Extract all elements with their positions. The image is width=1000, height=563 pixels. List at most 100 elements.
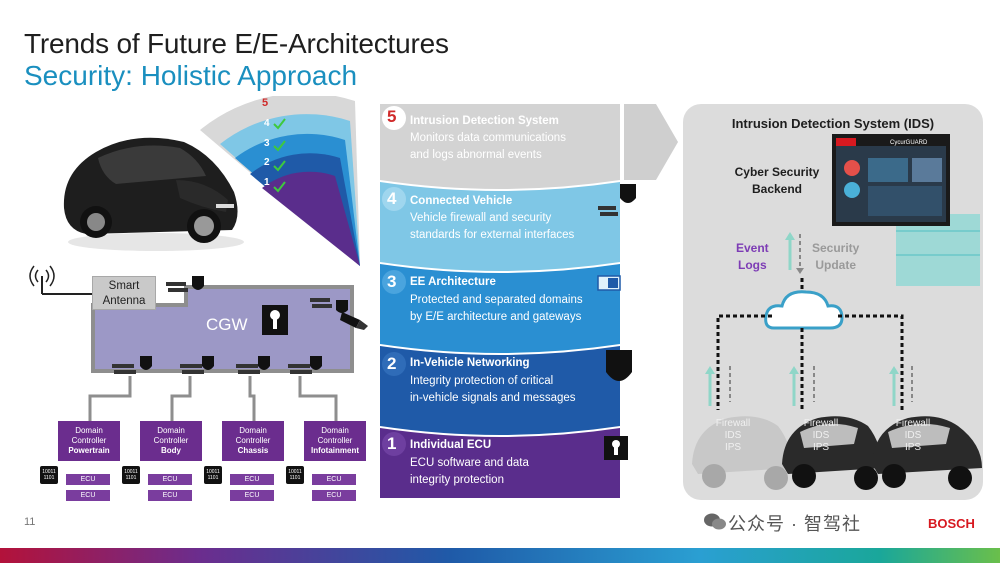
wechat-icon (704, 513, 726, 530)
layer-4-title: Connected Vehicle (410, 195, 513, 207)
layer-3-desc-2: by E/E architecture and gateways (410, 311, 582, 323)
ecu-box: ECU (230, 474, 274, 485)
security-layers-radar (200, 96, 360, 266)
connected-cars (692, 416, 982, 490)
security-update-line1: Security (812, 241, 860, 255)
ecu-box: ECU (148, 474, 192, 485)
car-security-labels: Firewall IDS IPS (708, 418, 758, 454)
dc-line2: Controller (71, 436, 107, 445)
firewall-label: Firewall (803, 418, 839, 429)
dc-name: Body (161, 446, 181, 455)
car-icon (872, 416, 982, 490)
layer-2-desc-2: in-vehicle signals and messages (410, 392, 576, 404)
ips-label: IPS (812, 442, 830, 453)
dc-name: Chassis (237, 446, 269, 455)
car-image (63, 137, 244, 251)
car-icon (782, 416, 882, 490)
ecu-box: ECU (312, 490, 356, 501)
watermark-text: 公众号 · 智驾社 (728, 514, 861, 534)
dc-name: Infotainment (311, 446, 359, 455)
event-logs-label: Event Logs (736, 240, 769, 274)
domain-controller-infotainment: Domain Controller Infotainment (304, 421, 366, 461)
security-layers-stack (380, 104, 678, 498)
firewall-label: Firewall (895, 418, 931, 429)
obd-plug-icon (340, 312, 368, 330)
layer-2-number: 2 (387, 354, 397, 373)
layer-3-desc-1: Protected and separated domains (410, 294, 583, 306)
chip-icon: 10011 1101 (286, 466, 304, 484)
ids-network-diagram (705, 232, 913, 410)
dc-line1: Domain (321, 426, 349, 435)
radar-level-2: 2 (264, 157, 270, 168)
antenna-label-line2: Antenna (102, 295, 146, 307)
radar-level-1: 1 (264, 177, 270, 188)
firewall-icon (310, 298, 348, 313)
cgw-label: CGW (206, 315, 248, 334)
car-security-labels: Firewall IDS IPS (888, 418, 938, 454)
layer-1-desc-1: ECU software and data (410, 457, 529, 469)
layer-1-title: Individual ECU (410, 439, 492, 451)
brand-color-bar (0, 548, 1000, 563)
dc-name: Powertrain (68, 446, 110, 455)
event-logs-line1: Event (736, 241, 769, 255)
ecu-box: ECU (230, 490, 274, 501)
layer-band-3 (380, 264, 620, 353)
dc-line2: Controller (235, 436, 271, 445)
layer-1-number: 1 (387, 434, 397, 453)
dc-line1: Domain (239, 426, 267, 435)
domain-controller-chassis: Domain Controller Chassis (222, 421, 284, 461)
firewall-label: Firewall (715, 418, 751, 429)
layer-4-desc-2: standards for external interfaces (410, 229, 575, 241)
layer-band-4 (380, 182, 620, 271)
page-title: Trends of Future E/E-Architectures (24, 28, 449, 59)
monitor-icon: CycurGUARD (832, 134, 980, 286)
dc-line1: Domain (157, 426, 185, 435)
radar-level-4: 4 (264, 118, 270, 129)
firewall-icon (166, 276, 204, 292)
backend-label-line2: Backend (751, 182, 803, 196)
page-number: 11 (24, 516, 36, 528)
layer-3-number-bg (382, 270, 406, 294)
layer-4-desc-1: Vehicle firewall and security (410, 212, 552, 224)
bus-connectors (88, 376, 338, 422)
ids-label: IDS (904, 430, 922, 441)
signature-shield-icon (606, 350, 632, 381)
arrow-to-ids-icon (624, 104, 678, 180)
layer-1-desc-2: integrity protection (410, 474, 504, 486)
radar-level-3: 3 (264, 138, 270, 149)
layer-5-title: Intrusion Detection System (410, 115, 559, 127)
ecu-box: ECU (66, 474, 110, 485)
backend-label: Cyber Security Backend (722, 164, 832, 198)
firewall-icon (598, 184, 636, 216)
layer-5-number-bg (382, 106, 406, 130)
chip-icon: 10011 1101 (122, 466, 140, 484)
domain-controller-body: Domain Controller Body (140, 421, 202, 461)
chip-icon: 10011 1101 (40, 466, 58, 484)
layer-band-5 (380, 104, 620, 189)
backend-label-line1: Cyber Security (734, 165, 820, 179)
partition-icon (597, 275, 621, 291)
dc-line2: Controller (153, 436, 189, 445)
ecu-box: ECU (312, 474, 356, 485)
layer-2-title: In-Vehicle Networking (410, 357, 530, 369)
ids-label: IDS (724, 430, 742, 441)
bosch-logo: BOSCH (928, 516, 975, 531)
layer-2-number-bg (382, 352, 406, 376)
ips-label: IPS (904, 442, 922, 453)
lock-key-icon (262, 305, 288, 335)
checkmark-icons (273, 118, 286, 193)
layer-4-number: 4 (387, 189, 397, 208)
security-update-label: Security Update (812, 240, 859, 274)
layer-5-desc-1: Monitors data communications (410, 132, 566, 144)
ids-title: Intrusion Detection System (IDS) (731, 116, 935, 131)
car-icon (692, 416, 792, 490)
car-security-labels: Firewall IDS IPS (796, 418, 846, 454)
layer-2-desc-1: Integrity protection of critical (410, 375, 554, 387)
event-logs-line2: Logs (738, 258, 767, 272)
screen-brand: CycurGUARD (890, 140, 928, 146)
chip-icon: 10011 1101 (204, 466, 222, 484)
layer-5-number: 5 (387, 107, 397, 126)
dc-line1: Domain (75, 426, 103, 435)
layer-5-desc-2: and logs abnormal events (410, 149, 542, 161)
layer-band-1 (380, 428, 620, 498)
